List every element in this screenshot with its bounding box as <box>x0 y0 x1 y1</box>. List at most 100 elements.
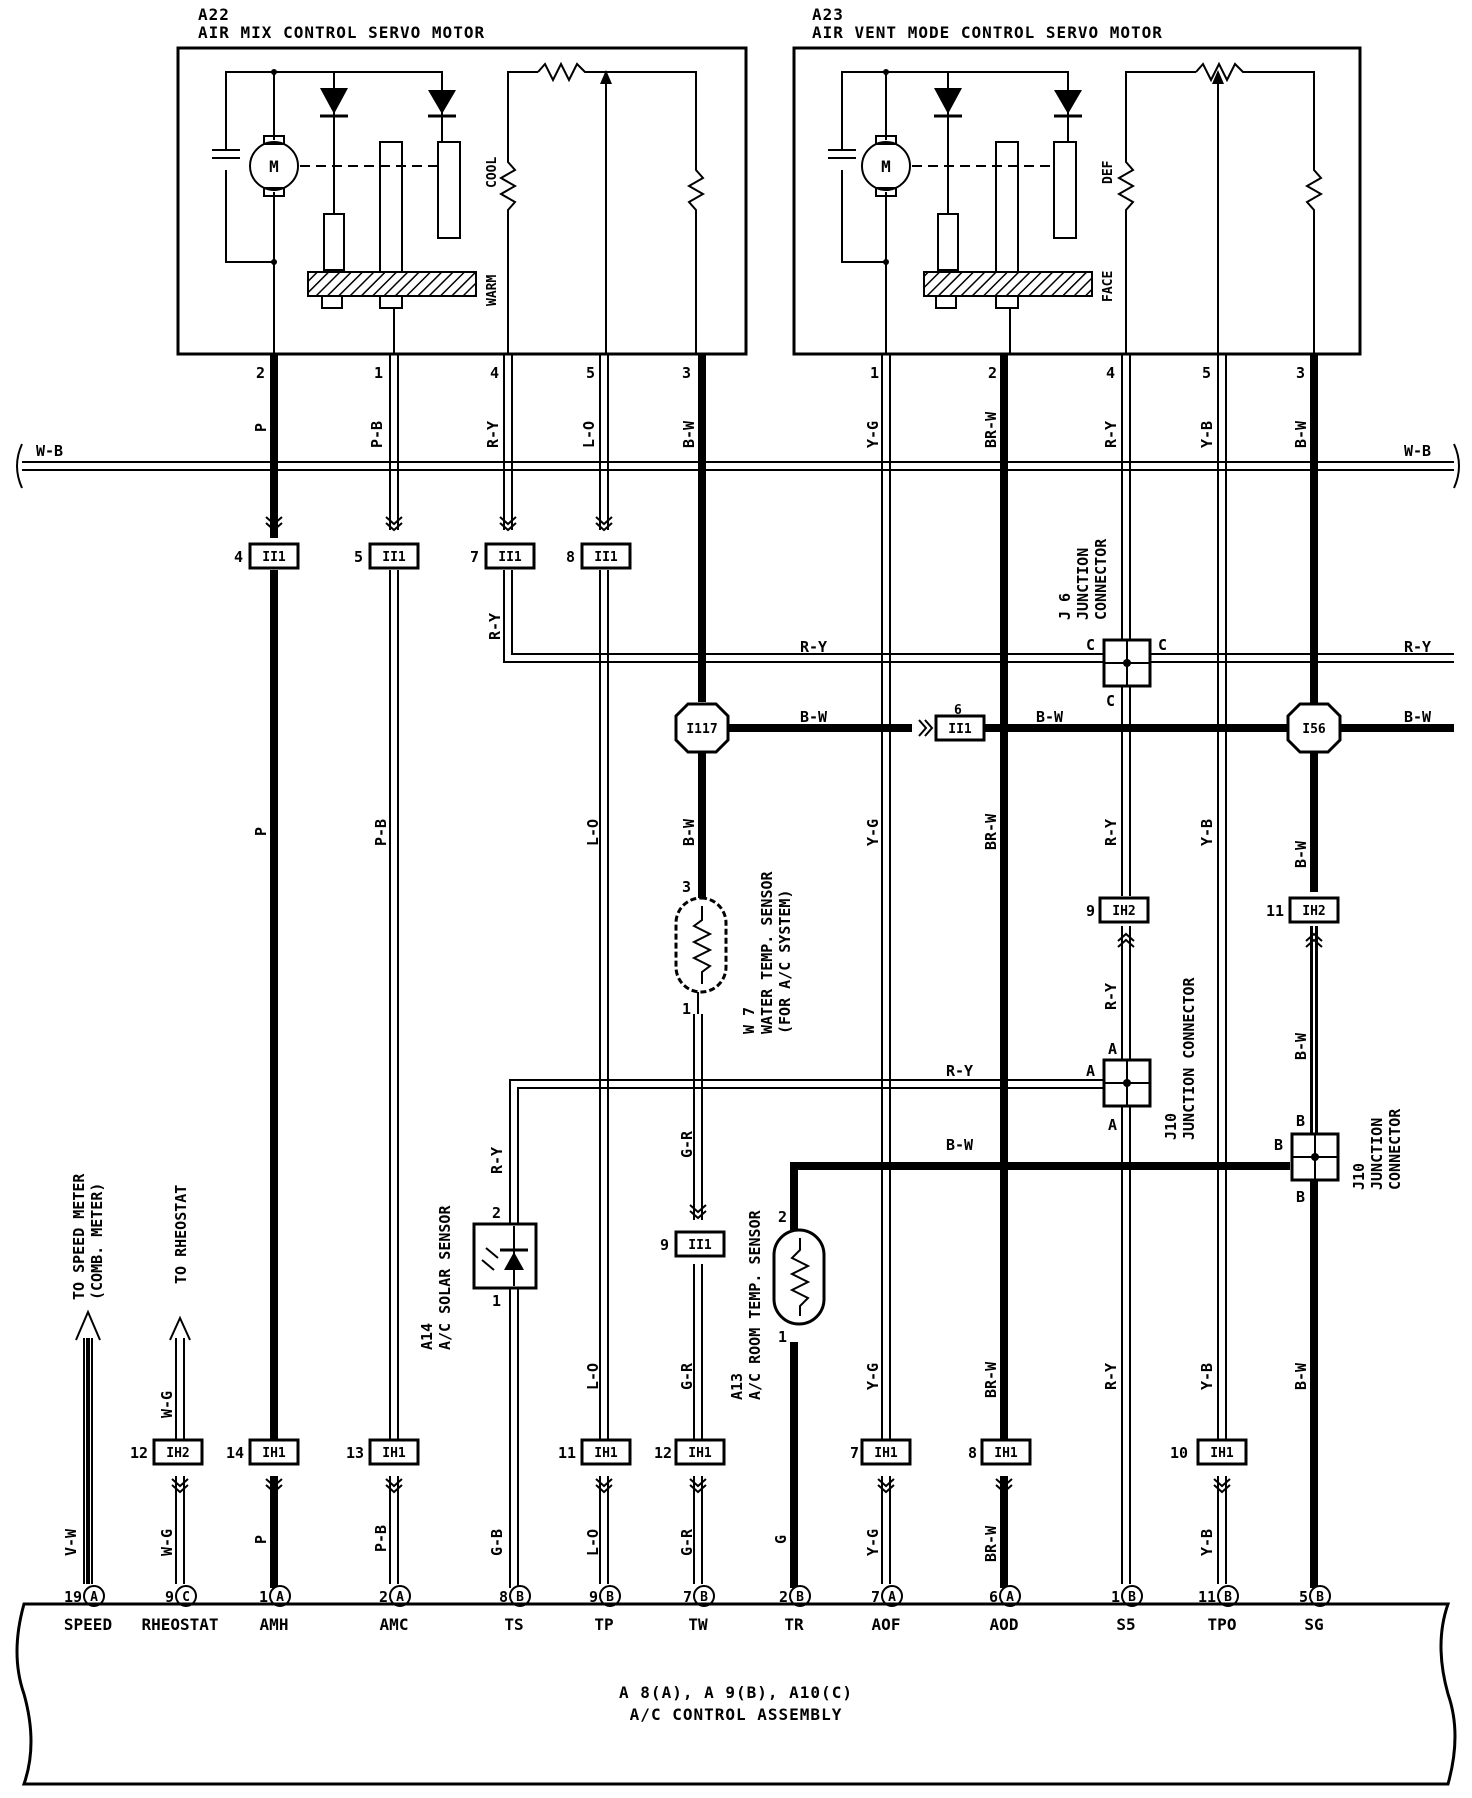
wc-bw-j10: B-W <box>1292 1032 1310 1060</box>
terminal-name: SG <box>1304 1615 1323 1634</box>
pin-a23-3: 3 <box>1296 364 1305 382</box>
wc-yb-bot: Y-B <box>1198 1529 1216 1556</box>
wc-yg-mid: Y-G <box>864 819 882 846</box>
pin-w7-1: 1 <box>682 1000 691 1018</box>
terminal-connector-letter: A <box>396 1590 404 1605</box>
terminal-connector-letter: A <box>90 1590 98 1605</box>
terminal-name: AOD <box>990 1615 1019 1634</box>
pin-a14-1: 1 <box>492 1292 501 1310</box>
wc-bw-low: B-W <box>1292 1362 1310 1390</box>
terminal-name: TPO <box>1208 1615 1237 1634</box>
wc-yg-top: Y-G <box>864 421 882 448</box>
a14-solar-sensor: A14 A/C SOLAR SENSOR <box>418 1205 538 1350</box>
j6-sub: CONNECTOR <box>1092 538 1110 620</box>
a22-cool: COOL <box>485 157 500 188</box>
wc-bw-h-right: B-W <box>1404 708 1432 726</box>
terminal-name: SPEED <box>64 1615 112 1634</box>
assembly-ref: A 8(A), A 9(B), A10(C) <box>619 1683 853 1702</box>
ac-control-assembly: A 8(A), A 9(B), A10(C) A/C CONTROL ASSEM… <box>15 1602 1457 1786</box>
w7-ref: W 7 <box>740 1007 758 1034</box>
assembly-name: A/C CONTROL ASSEMBLY <box>630 1705 843 1724</box>
pin-ih1-10: 10 <box>1170 1444 1188 1462</box>
terminal-connector-circle <box>175 1585 197 1607</box>
ih1-14: IH1 <box>262 1446 286 1461</box>
terminal-connector-letter: B <box>606 1590 614 1605</box>
wc-brw-bot: BR-W <box>982 1525 1000 1562</box>
wc-ry-h-right: R-Y <box>1404 638 1431 656</box>
wc-wg-bot: W-G <box>158 1529 176 1556</box>
pin-ii1-5: 5 <box>354 548 363 566</box>
terminal-pin: 8 <box>499 1588 508 1606</box>
a22-warm: WARM <box>485 275 500 306</box>
i117-connector: I117 <box>674 702 730 754</box>
ih2-9: IH2 <box>1112 904 1135 919</box>
terminal-pin: 5 <box>1299 1588 1308 1606</box>
wc-yg-low: Y-G <box>864 1363 882 1390</box>
j6-c-right: C <box>1158 636 1167 654</box>
control-assembly-terminals: A19SPEEDC9RHEOSTATA1AMHA2AMCB8TSB9TPB7TW… <box>64 1585 1331 1634</box>
w7-sub: (FOR A/C SYSTEM) <box>776 890 794 1035</box>
terminal-connector-circle <box>509 1585 531 1607</box>
terminal-pin: 7 <box>683 1588 692 1606</box>
wc-gb-low: G-B <box>488 1529 506 1556</box>
wb-label-right: W-B <box>1404 442 1431 460</box>
ii1-7: II1 <box>498 550 522 565</box>
terminal-connector-letter: B <box>1316 1590 1324 1605</box>
j10a-name: JUNCTION CONNECTOR <box>1180 976 1198 1140</box>
ii1-6: II1 <box>948 722 972 737</box>
wc-pb-top: P-B <box>368 421 386 448</box>
j10a-ref: J10 <box>1162 1113 1180 1140</box>
terminal-pin: 1 <box>259 1588 268 1606</box>
terminal-connector-letter: B <box>796 1590 804 1605</box>
wc-bw-h1: B-W <box>800 708 828 726</box>
wb-ground-bus <box>16 443 1460 489</box>
i56-connector: I56 <box>1286 702 1342 754</box>
terminal-name: AMH <box>260 1615 289 1634</box>
a23-servo-motor: A23 AIR VENT MODE CONTROL SERVO MOTOR <box>792 5 1362 356</box>
a13-room-temp-sensor: A13 A/C ROOM TEMP. SENSOR <box>728 1209 826 1400</box>
pin-ih2-11: 11 <box>1266 902 1284 920</box>
terminal-pin: 6 <box>989 1588 998 1606</box>
pin-ih1-7: 7 <box>850 1444 859 1462</box>
a22-name: AIR MIX CONTROL SERVO MOTOR <box>198 23 485 42</box>
pin-a22-2: 2 <box>256 364 265 382</box>
a14-ref: A14 <box>418 1323 436 1350</box>
wc-ry-solar-h: R-Y <box>946 1062 973 1080</box>
terminal-connector-circle <box>1217 1585 1239 1607</box>
terminal-connector-letter: A <box>276 1590 284 1605</box>
wc-brw-low: BR-W <box>982 1361 1000 1398</box>
pin-ii1-9: 9 <box>660 1236 669 1254</box>
terminal-connector-letter: A <box>1006 1590 1014 1605</box>
ih1-11: IH1 <box>594 1446 618 1461</box>
terminal-connector-circle <box>389 1585 411 1607</box>
wb-label-left: W-B <box>36 442 63 460</box>
j10-a-left: A <box>1086 1062 1095 1080</box>
pin-a23-4: 4 <box>1106 364 1115 382</box>
wc-p-top: P <box>252 423 270 432</box>
ii1-9: II1 <box>688 1238 712 1253</box>
wc-yb-mid: Y-B <box>1198 819 1216 846</box>
terminal-name: RHEOSTAT <box>141 1615 218 1634</box>
pin-ih1-11: 11 <box>558 1444 576 1462</box>
terminal-connector-letter: B <box>1128 1590 1136 1605</box>
a23-face: FACE <box>1101 271 1116 302</box>
wc-bw-top: B-W <box>680 420 698 448</box>
wc-brw-mid: BR-W <box>982 813 1000 850</box>
wc-p-low: P <box>252 1535 270 1544</box>
wc-lo-low: L-O <box>584 1363 602 1390</box>
terminal-pin: 9 <box>589 1588 598 1606</box>
j10-a-top: A <box>1108 1040 1117 1058</box>
terminal-connector-circle <box>1309 1585 1331 1607</box>
wc-ry-low: R-Y <box>1102 1363 1120 1390</box>
pin-a23-1: 1 <box>870 364 879 382</box>
a23-ref: A23 <box>812 5 844 24</box>
wc-ry-h: R-Y <box>800 638 827 656</box>
wc-bw-mid: B-W <box>680 818 698 846</box>
terminal-pin: 11 <box>1198 1588 1216 1606</box>
ih2-12: IH2 <box>166 1446 189 1461</box>
